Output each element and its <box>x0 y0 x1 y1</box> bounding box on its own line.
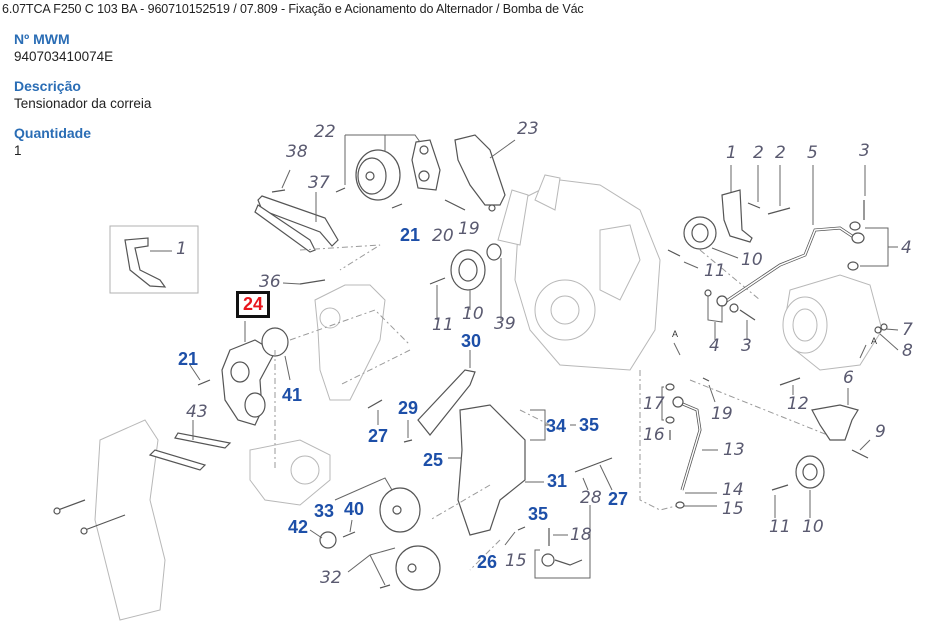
callout-25[interactable]: 25 <box>423 450 444 470</box>
callout-11-mid[interactable]: 11 <box>432 315 454 335</box>
callout-13[interactable]: 13 <box>723 440 745 460</box>
callout-20[interactable]: 20 <box>432 226 454 246</box>
mwm-number-label: Nº MWM <box>14 31 70 47</box>
washer-part-39 <box>486 243 502 261</box>
callout-2-a[interactable]: 2 <box>753 143 764 163</box>
callout-26[interactable]: 26 <box>477 552 498 572</box>
callout-36[interactable]: 36 <box>259 272 281 292</box>
description-label: Descrição <box>14 78 81 94</box>
cap-part-42 <box>319 531 337 549</box>
callout-35-a[interactable]: 35 <box>579 415 600 435</box>
alternator-drawing <box>782 274 883 371</box>
callout-30[interactable]: 30 <box>461 331 482 351</box>
callout-6[interactable]: 6 <box>843 368 854 388</box>
engine-block-drawing <box>497 174 661 371</box>
callout-19-top[interactable]: 19 <box>458 219 480 239</box>
callout-24-selected[interactable]: 24 <box>236 291 271 318</box>
bracket-part-1-right <box>721 189 753 243</box>
callout-10-mid[interactable]: 10 <box>462 304 484 324</box>
callout-9[interactable]: 9 <box>875 422 886 442</box>
pipe-part-13 <box>677 400 702 491</box>
callout-16[interactable]: 16 <box>643 425 665 445</box>
callout-33[interactable]: 33 <box>314 501 335 521</box>
callout-3-top[interactable]: 3 <box>859 141 870 161</box>
link-part-43 <box>148 449 207 471</box>
callout-1-right[interactable]: 1 <box>726 143 737 163</box>
callout-10-bottom[interactable]: 10 <box>802 517 824 537</box>
quantity-label: Quantidade <box>14 125 92 141</box>
callout-31[interactable]: 31 <box>547 471 568 491</box>
pulley-part-32 <box>395 545 441 591</box>
callout-2-b[interactable]: 2 <box>775 143 786 163</box>
callout-19-right[interactable]: 19 <box>711 404 733 424</box>
callout-10-right[interactable]: 10 <box>741 250 763 270</box>
alternator-bracket-drawing <box>314 284 386 401</box>
view-marker-a-left: A <box>672 329 679 339</box>
part-info-panel: Nº MWM 940703410074E Descrição Tensionad… <box>14 30 151 171</box>
callout-38[interactable]: 38 <box>286 142 308 162</box>
callout-43[interactable]: 43 <box>186 402 208 422</box>
callout-37[interactable]: 37 <box>308 173 330 193</box>
callout-8[interactable]: 8 <box>902 341 913 361</box>
callout-11-right[interactable]: 11 <box>704 261 726 281</box>
quantity-value: 1 <box>14 143 22 158</box>
callout-40[interactable]: 40 <box>344 499 365 519</box>
callout-27-right[interactable]: 27 <box>608 489 629 509</box>
callout-5[interactable]: 5 <box>807 143 818 163</box>
callout-12[interactable]: 12 <box>787 394 809 414</box>
bracket-part-25 <box>457 404 526 536</box>
callout-28[interactable]: 28 <box>580 488 602 508</box>
callout-4-right[interactable]: 4 <box>901 238 912 258</box>
breadcrumb: 6.07TCA F250 C 103 BA - 960710152519 / 0… <box>2 2 584 16</box>
callout-3-mid[interactable]: 3 <box>741 336 752 356</box>
callout-35-b[interactable]: 35 <box>528 504 549 524</box>
bracket-part-1-inset <box>124 237 167 288</box>
callout-15-right[interactable]: 15 <box>722 499 744 519</box>
callout-22[interactable]: 22 <box>314 122 336 142</box>
description-value: Tensionador da correia <box>14 96 152 111</box>
view-marker-a-right: A <box>871 336 878 346</box>
callout-21-top[interactable]: 21 <box>400 225 421 245</box>
bracket-part-23 <box>454 134 506 206</box>
callout-32[interactable]: 32 <box>320 568 342 588</box>
strap-part-30 <box>417 369 476 436</box>
callout-11-bottom[interactable]: 11 <box>769 517 791 537</box>
callout-29[interactable]: 29 <box>398 398 419 418</box>
callout-4-left[interactable]: 4 <box>709 336 720 356</box>
callout-34[interactable]: 34 <box>546 416 567 436</box>
pulley-part-22 <box>355 139 441 201</box>
mount-part-6 <box>811 404 859 441</box>
mwm-number-value: 940703410074E <box>14 49 114 64</box>
callout-17[interactable]: 17 <box>643 394 665 414</box>
callout-41[interactable]: 41 <box>282 385 303 405</box>
callout-42[interactable]: 42 <box>288 517 309 537</box>
callout-7[interactable]: 7 <box>902 320 913 340</box>
tensioner-part-24[interactable] <box>221 339 276 426</box>
callout-21-left[interactable]: 21 <box>178 349 199 369</box>
callout-14[interactable]: 14 <box>722 480 744 500</box>
callout-15-bottom[interactable]: 15 <box>505 551 527 571</box>
callout-27-left[interactable]: 27 <box>368 426 389 446</box>
callout-18[interactable]: 18 <box>570 525 592 545</box>
callout-1-inset[interactable]: 1 <box>176 239 187 259</box>
callout-39[interactable]: 39 <box>494 314 516 334</box>
bracket-housing-drawing <box>53 419 331 621</box>
callout-23[interactable]: 23 <box>517 119 539 139</box>
